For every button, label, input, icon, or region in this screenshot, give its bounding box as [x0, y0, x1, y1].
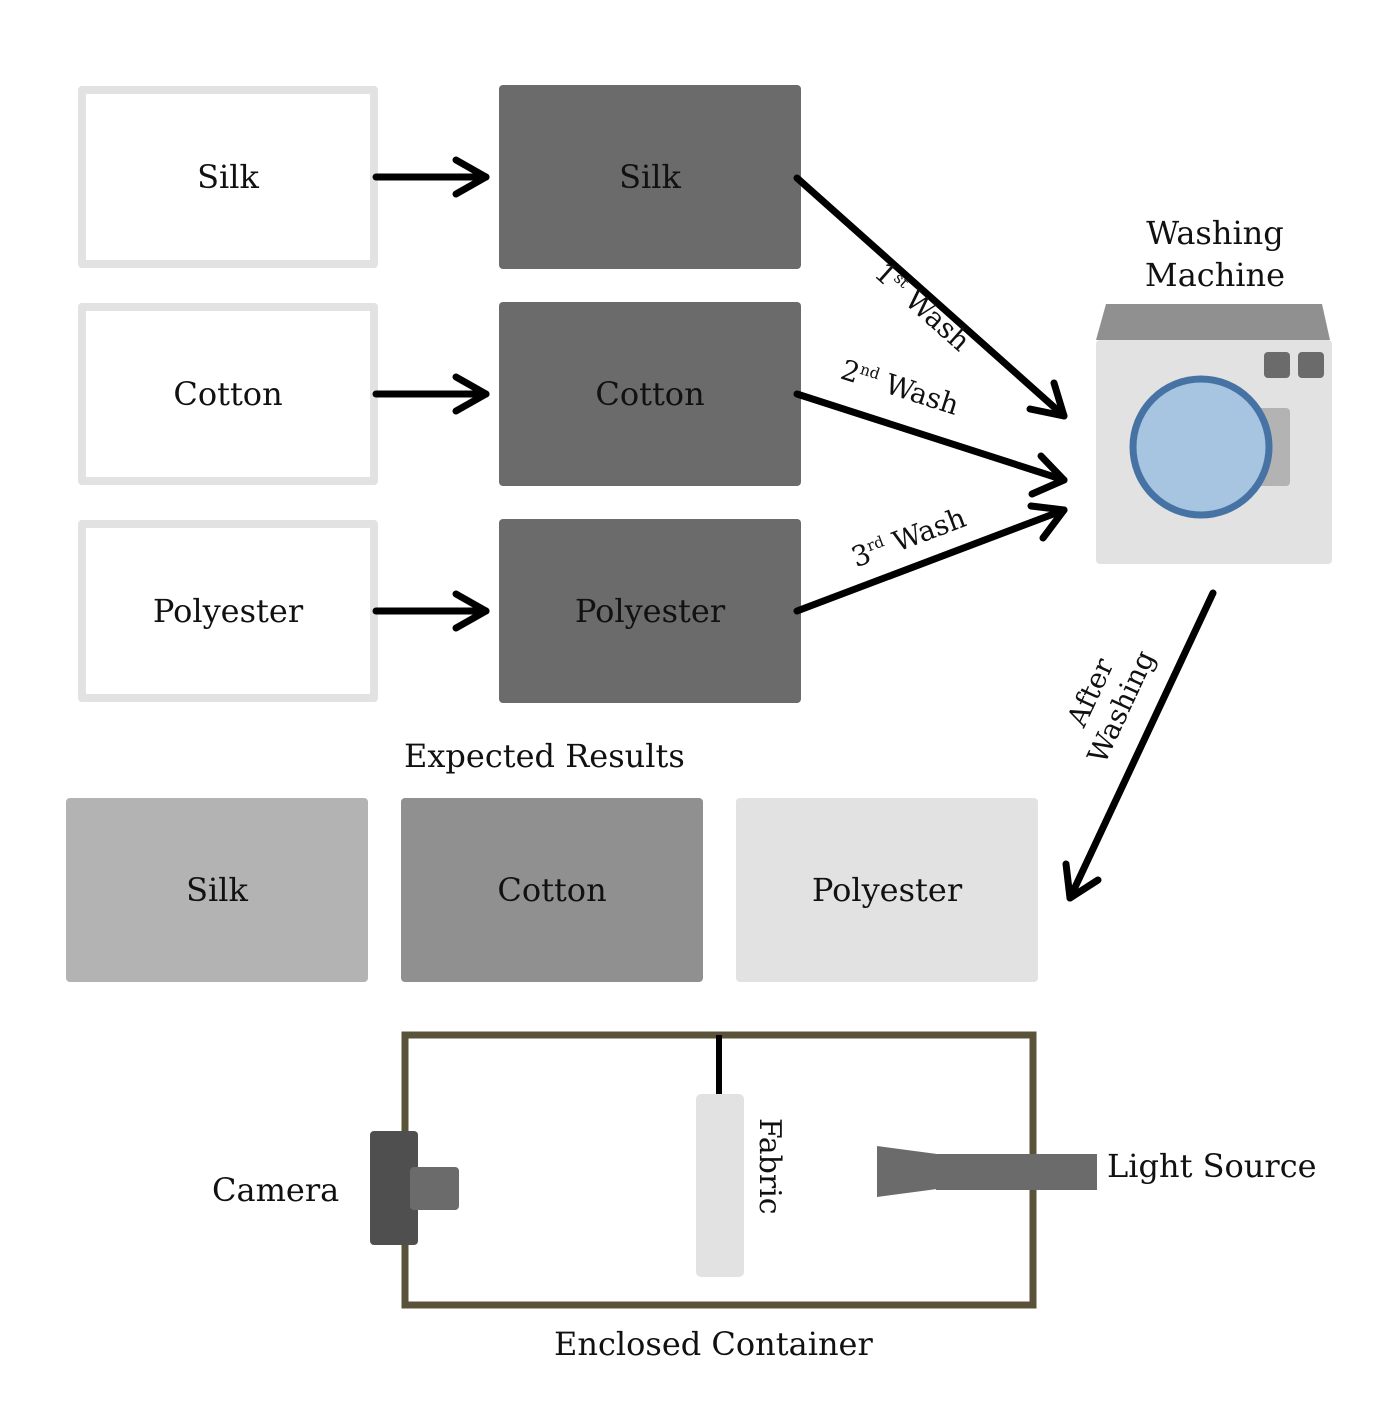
enclosed-container-label: Enclosed Container — [554, 1325, 873, 1363]
light-source-label: Light Source — [1107, 1147, 1317, 1185]
expected-result-cotton: Cotton — [401, 798, 703, 982]
washing-machine-icon — [1096, 304, 1332, 564]
dyed-fabric-silk: Silk — [499, 85, 801, 269]
dyed-fabric-label: Polyester — [574, 592, 726, 630]
arrow-third-wash — [793, 502, 1068, 615]
camera-lens-icon — [410, 1167, 459, 1210]
machine-door — [1129, 375, 1273, 519]
raw-fabric-label: Cotton — [173, 375, 283, 413]
dyed-fabric-label: Silk — [619, 158, 681, 196]
expected-result-label: Cotton — [497, 871, 607, 909]
dyed-fabric-polyester: Polyester — [499, 519, 801, 703]
expected-result-silk: Silk — [66, 798, 368, 982]
raw-fabric-label: Silk — [197, 158, 259, 196]
machine-top — [1096, 304, 1330, 340]
arrow-raw-to-dyed-polyester — [372, 590, 490, 632]
raw-fabric-label: Polyester — [152, 592, 304, 630]
arrow-raw-to-dyed-cotton — [372, 373, 490, 415]
washing-machine-title-line2: Machine — [1144, 256, 1286, 294]
washing-machine-title: Washing Machine — [1110, 212, 1320, 296]
light-source-head-icon — [877, 1146, 937, 1197]
machine-button — [1298, 352, 1324, 378]
arrow-second-wash — [793, 390, 1068, 498]
expected-result-label: Silk — [186, 871, 248, 909]
dyed-fabric-cotton: Cotton — [499, 302, 801, 486]
camera-label: Camera — [212, 1171, 340, 1209]
light-source-body-icon — [936, 1154, 1097, 1190]
expected-result-label: Polyester — [811, 871, 963, 909]
arrow-raw-to-dyed-silk — [372, 156, 490, 198]
arrow-first-wash — [793, 174, 1068, 420]
arrow-after-washing — [1062, 589, 1217, 902]
raw-fabric-silk: Silk — [78, 86, 378, 268]
camera-body-icon — [370, 1131, 418, 1245]
washing-machine-title-line1: Washing — [1146, 214, 1284, 252]
expected-results-title: Expected Results — [404, 737, 685, 775]
machine-button — [1264, 352, 1290, 378]
dyed-fabric-label: Cotton — [595, 375, 705, 413]
expected-result-polyester: Polyester — [736, 798, 1038, 982]
fabric-sample — [696, 1094, 744, 1277]
fabric-label: Fabric — [752, 1118, 787, 1215]
raw-fabric-cotton: Cotton — [78, 303, 378, 485]
